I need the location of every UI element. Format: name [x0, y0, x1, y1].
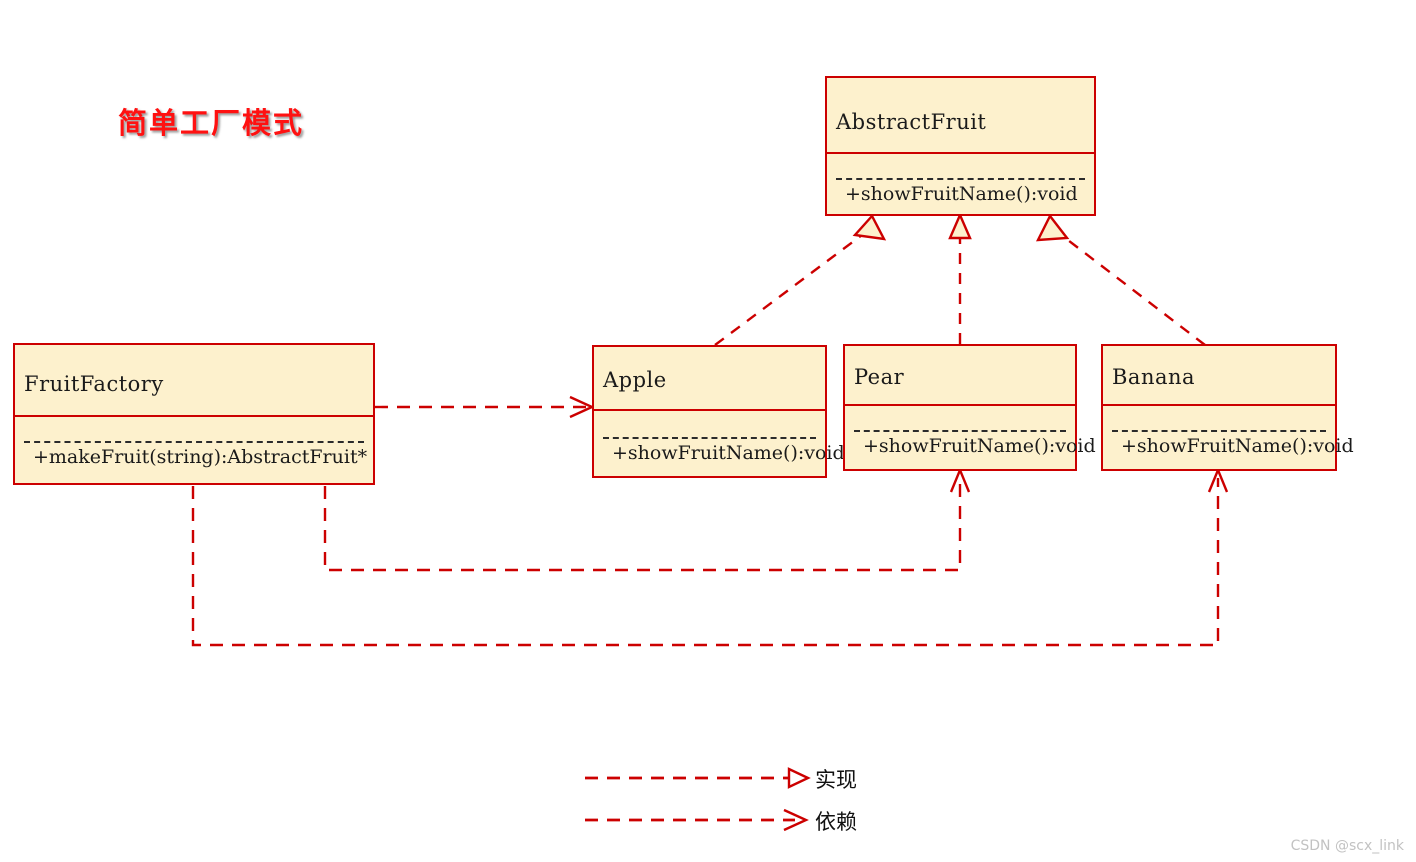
member-separator	[836, 178, 1085, 180]
watermark: CSDN @scx_link	[1290, 838, 1404, 854]
dependency-fruitfactory-pear	[323, 466, 971, 572]
class-box-apple[interactable]: Apple +showFruitName():void	[592, 345, 845, 478]
legend-realization-sample	[585, 767, 811, 789]
realization-banana-abstractfruit	[1035, 213, 1206, 346]
class-name-fruitfactory: FruitFactory	[24, 372, 164, 396]
member-separator	[603, 437, 816, 439]
legend-label-realization: 实现	[815, 768, 857, 792]
member-separator	[854, 430, 1066, 432]
class-name-pear: Pear	[854, 365, 905, 389]
class-member: +showFruitName():void	[612, 442, 845, 464]
realization-apple-abstractfruit	[714, 213, 887, 346]
class-name-apple: Apple	[603, 368, 667, 392]
class-members-fruitfactory: +makeFruit(string):AbstractFruit*	[15, 441, 373, 468]
member-separator	[1112, 430, 1326, 432]
legend-label-dependency: 依赖	[815, 810, 857, 834]
page-title: 简单工厂模式	[118, 106, 305, 140]
class-box-pear[interactable]: Pear +showFruitName():void	[843, 344, 1096, 471]
class-divider	[827, 152, 1094, 154]
class-member: +showFruitName():void	[1121, 435, 1354, 457]
class-name-abstractfruit: AbstractFruit	[836, 110, 987, 134]
class-box-banana[interactable]: Banana +showFruitName():void	[1101, 344, 1354, 471]
class-box-fruitfactory[interactable]: FruitFactory +makeFruit(string):Abstract…	[13, 343, 375, 485]
class-members-apple: +showFruitName():void	[594, 437, 845, 464]
class-divider	[1103, 404, 1335, 406]
class-divider	[845, 404, 1075, 406]
dependency-fruitfactory-apple	[375, 395, 595, 419]
class-members-pear: +showFruitName():void	[845, 430, 1096, 457]
class-members-banana: +showFruitName():void	[1103, 430, 1354, 457]
class-member: +showFruitName():void	[863, 435, 1096, 457]
realization-pear-abstractfruit	[948, 211, 972, 344]
class-member: +showFruitName():void	[845, 183, 1078, 205]
class-name-banana: Banana	[1112, 365, 1196, 389]
member-separator	[24, 441, 364, 443]
class-member: +makeFruit(string):AbstractFruit*	[33, 446, 368, 468]
class-divider	[15, 415, 373, 417]
class-divider	[594, 409, 825, 411]
legend-dependency-sample	[585, 808, 809, 832]
class-box-abstractfruit[interactable]: AbstractFruit +showFruitName():void	[825, 76, 1096, 216]
class-members-abstractfruit: +showFruitName():void	[827, 178, 1094, 205]
dependency-fruitfactory-banana	[191, 466, 1229, 647]
